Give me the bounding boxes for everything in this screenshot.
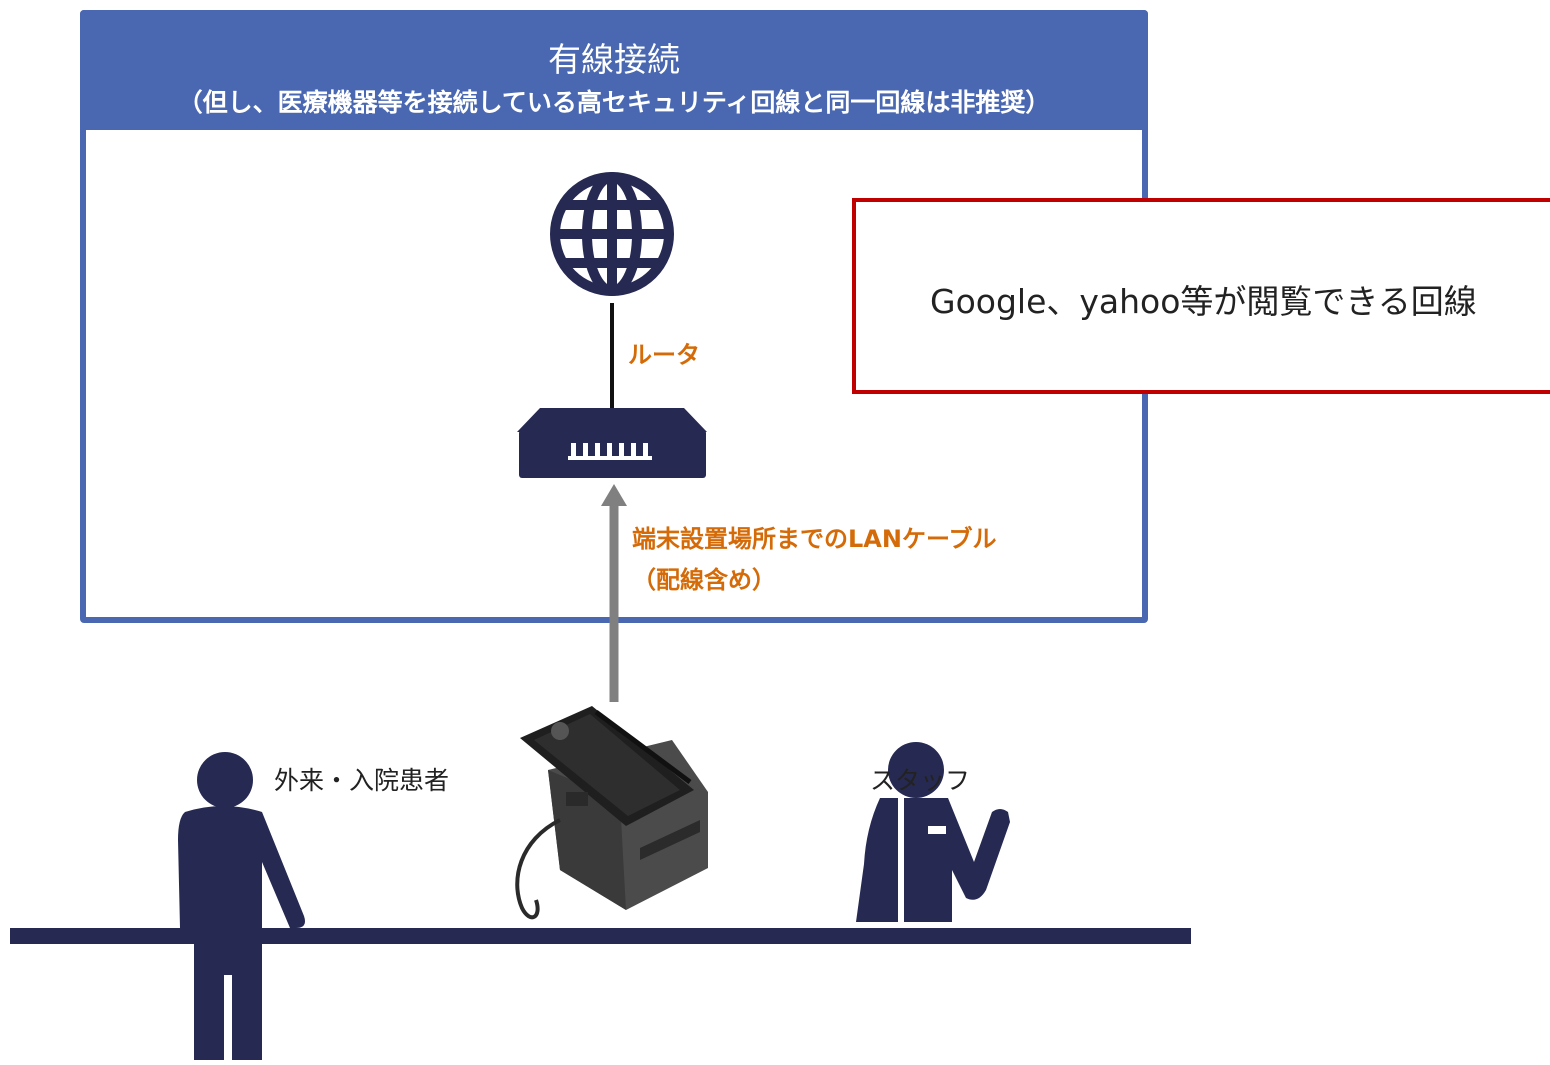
reception-counter [10,928,1191,944]
callout-box [852,198,1550,394]
header-title: 有線接続 [548,40,680,79]
header-subtitle: （但し、医療機器等を接続している高セキュリティ回線と同一回線は非推奨） [177,88,1051,117]
callout-text: Google、yahoo等が閲覧できる回線 [930,282,1477,321]
router-label: ルータ [628,341,700,369]
patient-figure [178,752,305,1060]
network-header: 有線接続 （但し、医療機器等を接続している高セキュリティ回線と同一回線は非推奨） [80,10,1148,130]
patient-label: 外来・入院患者 [274,766,450,795]
terminal-device [515,706,708,920]
lan-cable-sublabel: （配線含め） [632,566,776,594]
globe-icon [550,172,674,296]
lan-cable-arrow [601,484,627,702]
staff-label: スタッフ [870,766,971,795]
router-icon [517,408,707,478]
staff-figure [856,742,1010,922]
lan-cable-label: 端末設置場所までのLANケーブル [632,525,997,553]
